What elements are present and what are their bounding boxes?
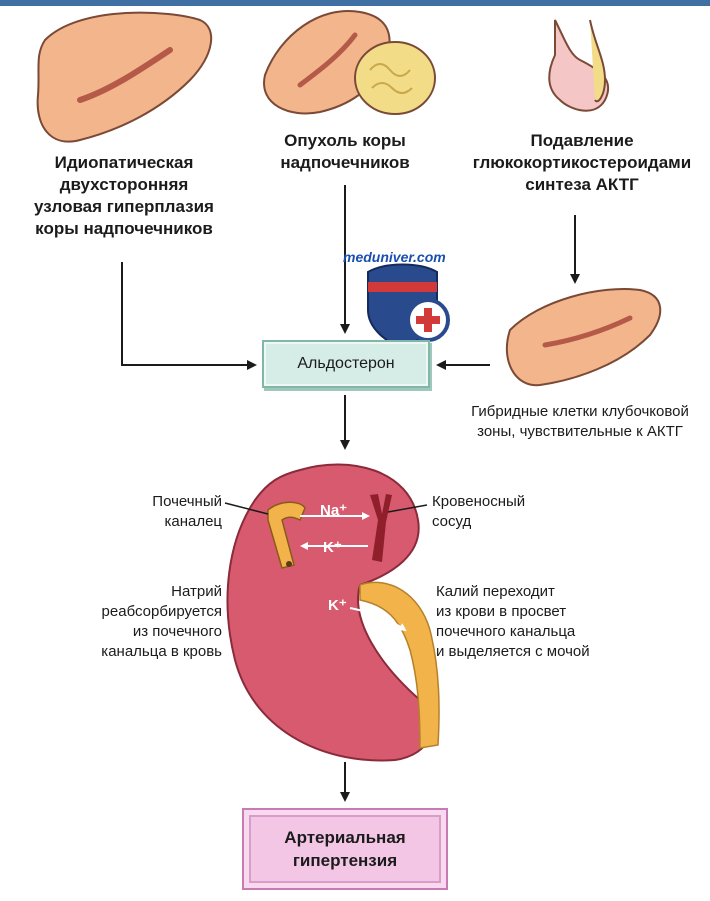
caption-idiopathic-hyperplasia: Идиопатическая двухсторонняя узловая гип…	[24, 152, 224, 240]
note-blood-vessel: Кровеносный сосуд	[432, 492, 572, 532]
connector-idiopathic-to-aldosterone	[122, 262, 255, 365]
adrenal-gland-hyperplasia-icon	[38, 13, 212, 142]
pituitary-icon	[549, 20, 608, 111]
ion-label-sodium: Na⁺	[320, 502, 347, 519]
note-sodium-reabsorption: Натрий реабсорбируется из почечного кана…	[60, 582, 222, 662]
caption-adrenal-tumor: Опухоль коры надпочечников	[255, 130, 435, 174]
hypertension-box: Артериальная гипертензия	[242, 808, 448, 890]
watermark-text: meduniver.com	[343, 249, 446, 265]
note-renal-tubule: Почечный каналец	[110, 492, 222, 532]
aldosterone-box: Альдостерон	[262, 340, 430, 388]
meduniver-logo-icon: meduniver.com	[343, 249, 448, 348]
caption-acth-suppression: Подавление глюкокортикостероидами синтез…	[462, 130, 702, 196]
note-potassium-excretion: Калий переходит из крови в просвет почеч…	[436, 582, 636, 662]
ion-label-potassium-2: K⁺	[328, 597, 347, 614]
note-hybrid-cells: Гибридные клетки клубочковой зоны, чувст…	[450, 402, 710, 442]
adrenal-gland-hybrid-icon	[507, 289, 660, 385]
ion-label-potassium-1: K⁺	[323, 539, 342, 556]
adrenal-gland-tumor-icon	[264, 11, 435, 114]
